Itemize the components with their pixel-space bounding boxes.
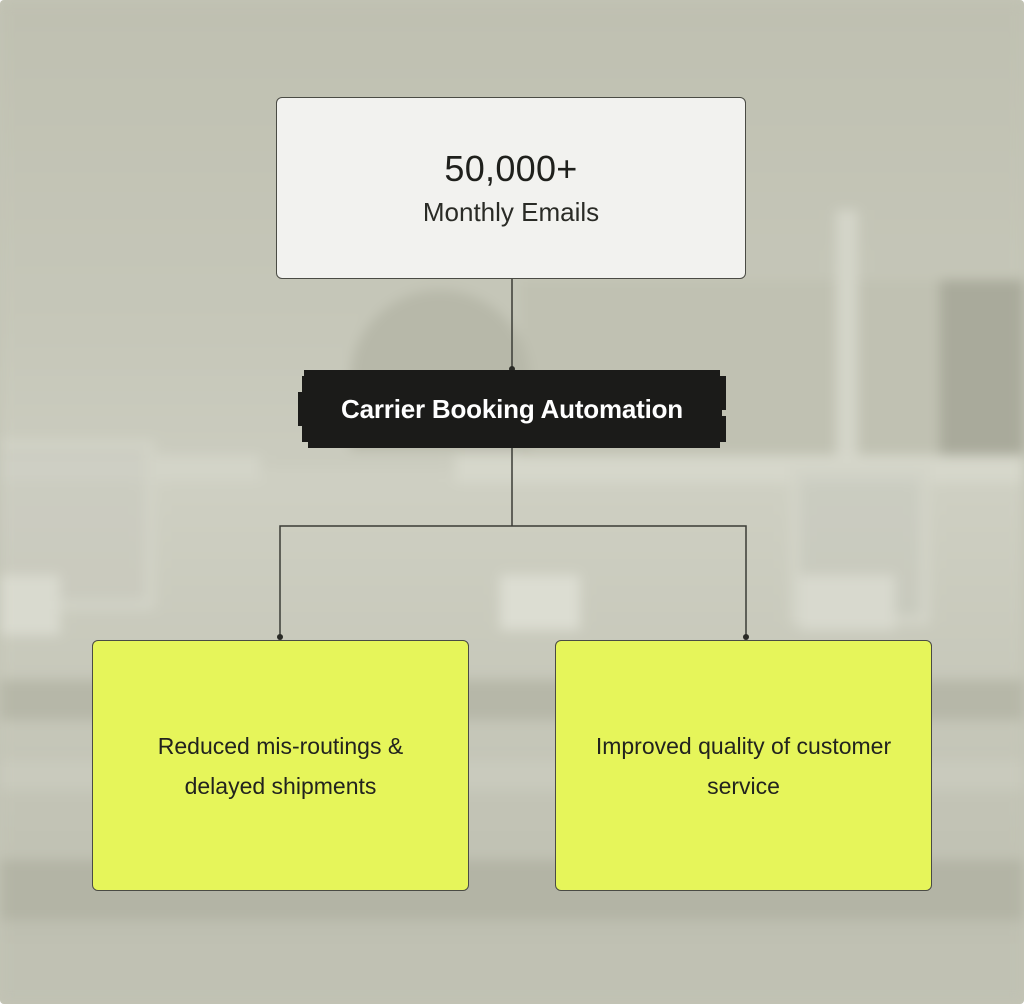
connector-branch [279,525,747,638]
connector-dot [277,634,283,640]
bg-crane-beam-left [0,455,260,481]
bg-building-dark [940,280,1024,455]
bg-block [500,575,580,630]
carrier-booking-automation-label: Carrier Booking Automation [341,393,683,424]
bg-strip [0,940,1024,1004]
bg-mast [836,210,858,480]
connector-dot [743,634,749,640]
monthly-emails-label: Monthly Emails [422,197,600,227]
outcome-text: Improved quality of customer service [595,732,892,799]
bg-block [0,575,60,635]
outcome-box-reduced-misroutings: Reduced mis-routings & delayed shipments [92,640,469,891]
outcome-box-improved-service: Improved quality of customer service [555,640,932,891]
badge-shape [298,370,726,448]
carrier-booking-automation-badge: Carrier Booking Automation [298,370,726,448]
monthly-emails-value: 50,000+ [444,148,578,189]
outcome-text: Reduced mis-routings & delayed shipments [157,732,404,799]
bg-block [800,575,895,630]
monthly-emails-box: 50,000+ Monthly Emails [276,97,746,279]
